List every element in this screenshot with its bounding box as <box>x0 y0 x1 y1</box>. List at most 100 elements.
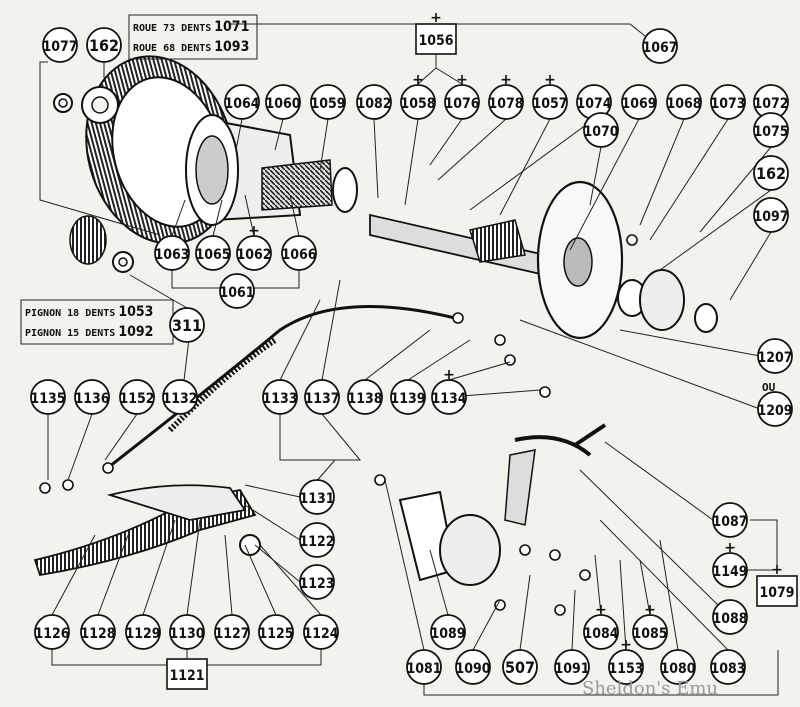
callout-label: 1082 <box>356 96 391 112</box>
callout-1137: 1137 <box>304 379 340 415</box>
callout-label: 1089 <box>430 626 465 642</box>
callout-marker: + <box>500 72 512 88</box>
callout-label: 1061 <box>219 285 254 301</box>
callout-label: 1130 <box>169 626 204 642</box>
callout-label: 162 <box>89 36 119 55</box>
callout-label: 1149 <box>712 564 747 580</box>
callout-label: 1085 <box>632 626 667 642</box>
watermark: Sheldon's Emu <box>582 678 718 699</box>
callout-1081: 1081 <box>406 649 442 685</box>
callout-1083: 1083 <box>710 649 746 685</box>
callout-label: 1097 <box>753 209 788 225</box>
callout-1077: 1077 <box>42 27 78 63</box>
callout-label: 1057 <box>532 96 567 112</box>
callout-1060: 1060 <box>265 84 301 120</box>
callout-label: 162 <box>756 164 786 183</box>
callout-label: 1080 <box>660 661 695 677</box>
callout-marker: + <box>248 223 260 239</box>
callout-label: 1073 <box>710 96 745 112</box>
callout-1074: 1074 <box>576 84 612 120</box>
callout-label: 1084 <box>583 626 618 642</box>
callout-label: 1072 <box>753 96 788 112</box>
callout-label: 1056 <box>418 33 453 49</box>
callout-label: 1074 <box>576 96 611 112</box>
callout-1079: 1079 + <box>756 562 798 607</box>
callout-1129: 1129 <box>125 614 161 650</box>
callout-1091: 1091 <box>554 649 590 685</box>
callout-marker: + <box>544 72 556 88</box>
callout-1087: 1087 <box>712 502 748 538</box>
callout-1124: 1124 <box>303 614 339 650</box>
callout-1066: 1066 <box>281 235 317 271</box>
callout-162: 162 <box>753 155 789 191</box>
callout-label: 1069 <box>621 96 656 112</box>
callout-label: 1129 <box>125 626 160 642</box>
callout-1059: 1059 <box>310 84 346 120</box>
callout-1090: 1090 <box>455 649 491 685</box>
callout-label: 1063 <box>154 247 189 263</box>
callout-label: 1136 <box>74 391 109 407</box>
callout-1069: 1069 <box>621 84 657 120</box>
callout-1132: 1132 <box>162 379 198 415</box>
callout-1134: 1134+ <box>431 367 467 415</box>
callout-1121: 1121 <box>166 658 208 690</box>
callout-label: 1076 <box>444 96 479 112</box>
callout-label: 1124 <box>303 626 338 642</box>
callout-1075: 1075 <box>753 112 789 148</box>
callout-label: 1087 <box>712 514 747 530</box>
callout-marker: + <box>620 637 632 653</box>
callout-label: 1083 <box>710 661 745 677</box>
callout-162: 162 <box>86 27 122 63</box>
callout-label: 1088 <box>712 611 747 627</box>
callout-label: 1128 <box>80 626 115 642</box>
callout-label: 1134 <box>431 391 466 407</box>
callout-label: 1077 <box>42 39 77 55</box>
callout-1139: 1139 <box>390 379 426 415</box>
callout-label: 1060 <box>265 96 300 112</box>
callout-label: 1066 <box>281 247 316 263</box>
callout-1063: 1063 <box>154 235 190 271</box>
callout-1207: 1207 <box>757 338 793 374</box>
callout-311: 311 <box>169 307 205 343</box>
callout-1097: 1097 <box>753 197 789 233</box>
callout-1122: 1122 <box>299 522 335 558</box>
callout-label: 1131 <box>299 491 334 507</box>
callout-1088: 1088 <box>712 599 748 635</box>
callout-marker: + <box>430 10 442 26</box>
callout-label: 1070 <box>583 124 618 140</box>
callout-1056: 1056 + <box>415 10 457 55</box>
callout-label: 1137 <box>304 391 339 407</box>
callout-1153: 1153 + <box>608 637 644 685</box>
callout-1068: 1068 <box>666 84 702 120</box>
callout-1123: 1123 <box>299 564 335 600</box>
callout-label: 1122 <box>299 534 334 550</box>
callout-1065: 1065 <box>195 235 231 271</box>
callout-1073: 1073 <box>710 84 746 120</box>
callout-1070: 1070 <box>583 112 619 148</box>
callout-label: 1079 <box>759 585 794 601</box>
callout-1138: 1138 <box>347 379 383 415</box>
callout-marker: + <box>456 72 468 88</box>
callout-1089: 1089 <box>430 614 466 650</box>
callout-1128: 1128 <box>80 614 116 650</box>
callout-1078: 1078+ <box>488 72 524 120</box>
callout-1067: 1067 <box>642 28 678 64</box>
callout-label: 1132 <box>162 391 197 407</box>
callout-label: 1067 <box>642 40 677 56</box>
callout-label: 1123 <box>299 576 334 592</box>
callout-marker: + <box>771 562 783 578</box>
callout-1133: 1133 <box>262 379 298 415</box>
callout-label: 1075 <box>753 124 788 140</box>
callout-marker: + <box>595 602 607 618</box>
callout-1152: 1152 <box>119 379 155 415</box>
callout-label: 311 <box>172 316 202 335</box>
callout-label: 1064 <box>224 96 259 112</box>
callout-label: 1153 <box>608 661 643 677</box>
callout-label: 1133 <box>262 391 297 407</box>
